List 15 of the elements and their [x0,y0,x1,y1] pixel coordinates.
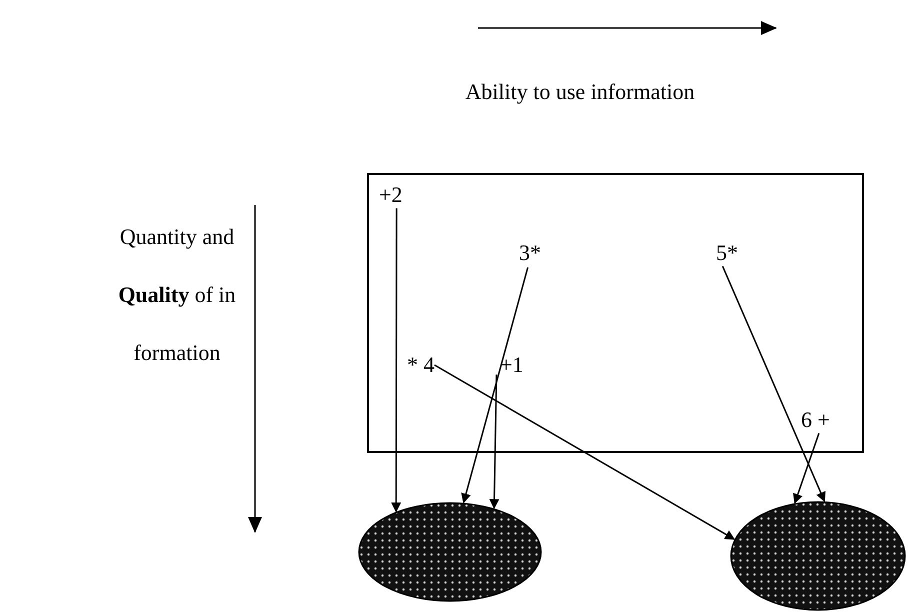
point-label: 3* [519,241,541,265]
axis-label: Ability to use information [464,80,696,104]
arrow [461,267,529,504]
arrow [722,266,826,502]
arrow [793,432,820,504]
frame-box [367,173,864,453]
point-label: 5* [716,241,738,265]
point-label: +2 [379,183,402,207]
axis-label: Quantity and Quality of in formation [117,223,237,367]
point-label: 6 + [801,408,830,432]
arrow [489,374,500,510]
point-label: * 4 [407,353,434,377]
arrow [391,208,402,512]
arrow [434,364,736,540]
point-label: +1 [500,353,524,377]
